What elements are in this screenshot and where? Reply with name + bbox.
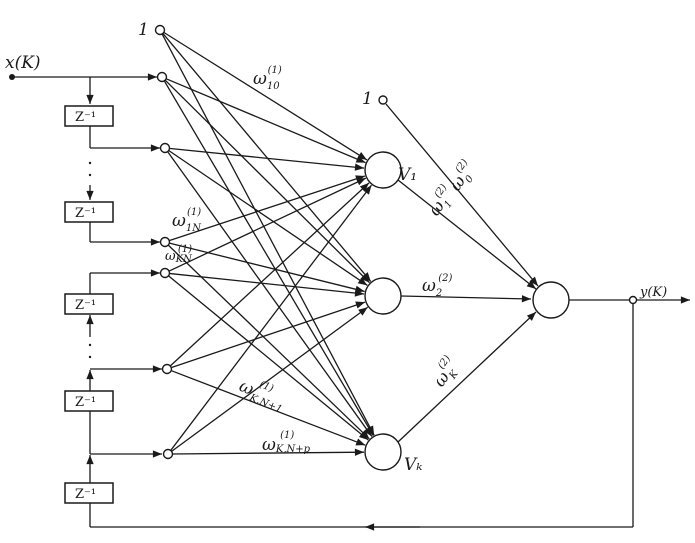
delay-label: Z⁻¹ xyxy=(75,487,96,502)
weight-edge xyxy=(167,275,369,441)
input-nodes xyxy=(154,24,174,460)
weight-w2-2: ω2(2) xyxy=(422,273,453,299)
hidden-neuron-1 xyxy=(364,151,402,189)
input-node xyxy=(159,142,171,154)
delay-block: Z⁻¹ xyxy=(64,293,114,315)
ellipsis-dot xyxy=(88,173,92,177)
input-label: x(K) xyxy=(5,53,41,73)
v1-output-edge xyxy=(397,179,537,290)
weight-edge xyxy=(168,147,365,171)
bias-node-1 xyxy=(154,24,166,36)
weight-edge xyxy=(165,77,366,164)
ellipsis-dot xyxy=(88,161,92,165)
weight-edge xyxy=(168,177,367,272)
weight-w10-1: ω10(1) xyxy=(253,65,282,92)
weight-edge xyxy=(168,242,365,293)
input-node xyxy=(161,363,173,375)
input-node xyxy=(162,448,174,460)
delay-label: Z⁻¹ xyxy=(75,110,96,125)
bias2-edge xyxy=(385,103,539,287)
output-terminal xyxy=(628,295,638,305)
hidden-neuron-2 xyxy=(364,277,402,315)
weight-edge xyxy=(161,33,375,436)
input-node xyxy=(159,267,171,279)
delay-label: Z⁻¹ xyxy=(75,298,96,313)
hidden-neuron-k xyxy=(364,433,402,471)
hidden-label-v1: V₁ xyxy=(398,165,417,185)
weight-edge xyxy=(163,80,374,436)
delay-block: Z⁻¹ xyxy=(64,105,114,127)
weight-edge xyxy=(166,150,373,437)
vk-output-edge xyxy=(397,311,537,443)
bias-label-2: 1 xyxy=(362,89,373,109)
output-neuron xyxy=(532,281,570,319)
weight-edge xyxy=(168,175,366,242)
weight-edge xyxy=(163,31,368,161)
weight-edge xyxy=(170,306,369,453)
input-node xyxy=(156,71,168,83)
weight-labels: ω10(1) ω1N(1) ωKN(1) ωK,N+1(1) ωK,N+p(1)… xyxy=(165,65,482,455)
weight-edge xyxy=(170,301,366,369)
weight-wknp-1: ωK,N+p(1) xyxy=(262,430,311,455)
weight-edge xyxy=(171,448,365,456)
input-delay-chain xyxy=(9,73,160,246)
feedback-delay-chain xyxy=(86,269,634,531)
bias-label-1: 1 xyxy=(138,20,149,40)
weight-edge xyxy=(169,182,370,367)
input-node xyxy=(159,236,171,248)
weight-edge xyxy=(168,272,365,297)
hidden-output-connections xyxy=(385,103,690,443)
delay-label: Z⁻¹ xyxy=(75,206,96,221)
v2-output-edge xyxy=(400,295,532,303)
weight-edge xyxy=(167,149,368,286)
input-hidden-connections xyxy=(161,31,375,456)
ellipsis-dot xyxy=(88,343,92,347)
weight-wkn-1: ωKN(1) xyxy=(165,244,193,265)
delay-block: Z⁻¹ xyxy=(64,201,114,223)
weight-edge xyxy=(164,79,370,284)
output-label: y(K) xyxy=(639,285,667,300)
bias-node-2 xyxy=(378,95,388,105)
delay-block: Z⁻¹ xyxy=(64,482,114,504)
delay-label: Z⁻¹ xyxy=(75,395,96,410)
weight-wkn1-1: ωK,N+1(1) xyxy=(235,372,290,415)
weight-edge xyxy=(169,184,373,452)
delay-block: Z⁻¹ xyxy=(64,390,114,412)
weight-w0-2: ω0(2) xyxy=(444,157,482,196)
weight-wk-2: ωK(2) xyxy=(427,353,465,392)
hidden-label-vk: Vₖ xyxy=(404,455,422,475)
weight-edge xyxy=(170,369,366,446)
delay-blocks: Z⁻¹ Z⁻¹ Z⁻¹ Z⁻¹ Z⁻¹ xyxy=(64,105,114,504)
weight-w1n-1: ω1N(1) xyxy=(172,207,202,234)
ellipsis-dot xyxy=(88,355,92,359)
weight-edge xyxy=(162,32,372,282)
